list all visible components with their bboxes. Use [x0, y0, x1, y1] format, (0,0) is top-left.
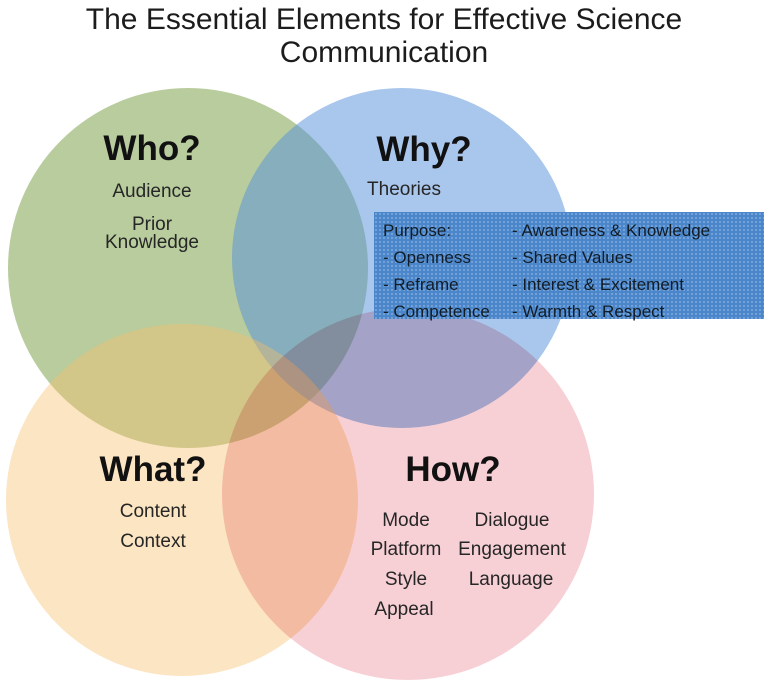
how-circle — [222, 308, 594, 680]
purpose-item-warmth: - Warmth & Respect — [512, 302, 665, 321]
how-item-platform: Platform — [370, 539, 442, 560]
who-item-prior-knowledge: Prior Knowledge — [104, 214, 200, 253]
how-item-language: Language — [468, 569, 554, 590]
who-heading: Who? — [103, 129, 201, 168]
how-item-style: Style — [384, 569, 428, 590]
purpose-box-left-column: Purpose: - Openness - Reframe - Competen… — [383, 217, 490, 325]
what-item-content: Content — [119, 501, 187, 522]
purpose-box-right-column: - Awareness & Knowledge - Shared Values … — [512, 217, 710, 325]
purpose-item-awareness: - Awareness & Knowledge — [512, 221, 711, 240]
purpose-item-shared-values: - Shared Values — [512, 248, 633, 267]
who-item-audience: Audience — [112, 181, 192, 202]
how-heading: How? — [405, 450, 501, 489]
purpose-item-interest: - Interest & Excitement — [512, 275, 684, 294]
why-heading: Why? — [376, 130, 472, 169]
purpose-item-competence: - Competence — [383, 302, 490, 321]
page-title: The Essential Elements for Effective Sci… — [85, 3, 683, 69]
how-item-engagement: Engagement — [458, 539, 566, 560]
how-item-mode: Mode — [382, 510, 430, 531]
purpose-item-openness: - Openness — [383, 248, 471, 267]
purpose-label: Purpose: — [383, 221, 452, 240]
what-item-context: Context — [120, 531, 186, 552]
purpose-item-reframe: - Reframe — [383, 275, 459, 294]
purpose-box: Purpose: - Openness - Reframe - Competen… — [374, 212, 764, 321]
what-heading: What? — [99, 450, 207, 489]
how-item-appeal: Appeal — [374, 599, 434, 620]
why-item-theories: Theories — [367, 179, 441, 200]
how-item-dialogue: Dialogue — [474, 510, 550, 531]
